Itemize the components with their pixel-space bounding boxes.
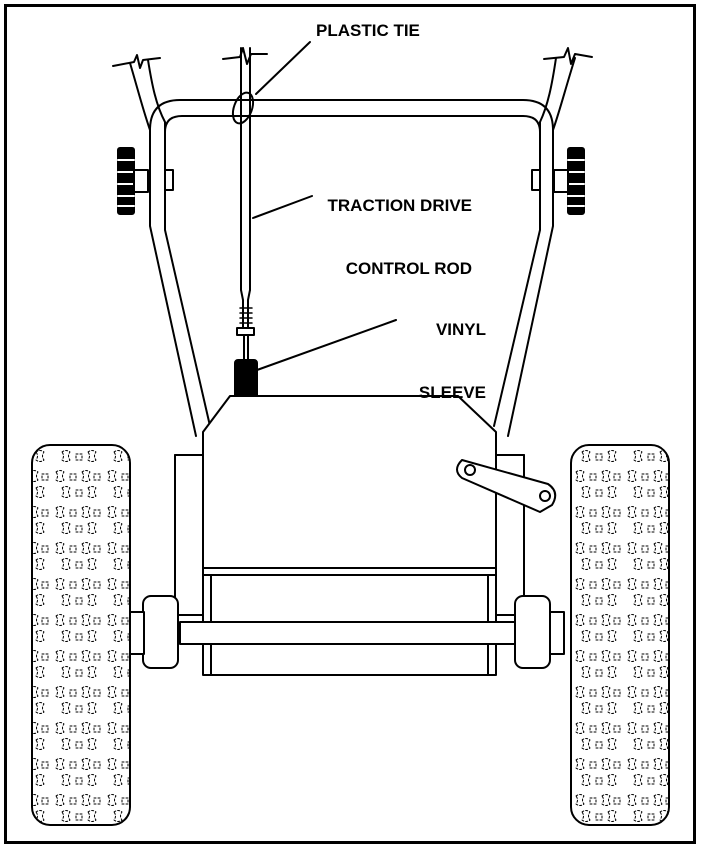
right-knob: [553, 147, 585, 215]
left-wheel: [31, 444, 131, 826]
label-vinyl-line1: VINYL: [435, 320, 486, 339]
handle-brackets: [164, 169, 541, 191]
right-handle-tube: [493, 57, 576, 437]
leader-lines: [252, 41, 397, 371]
side-lever: [456, 459, 557, 513]
plastic-tie: [231, 91, 255, 125]
right-wheel: [570, 444, 670, 826]
label-traction-line1: TRACTION DRIVE: [327, 196, 473, 215]
label-vinyl-line2: SLEEVE: [418, 383, 486, 402]
axle-assembly: [129, 574, 565, 676]
handle-break-marks: [112, 47, 593, 69]
label-traction-drive-control-rod: TRACTION DRIVE CONTROL ROD: [328, 153, 473, 300]
control-rod: [236, 47, 255, 361]
left-knob: [117, 147, 149, 215]
label-traction-line2: CONTROL ROD: [345, 259, 472, 278]
label-plastic-tie: PLASTIC TIE: [316, 21, 420, 40]
label-vinyl-sleeve: VINYL SLEEVE: [419, 277, 486, 424]
handle-crossbar: [149, 99, 554, 133]
